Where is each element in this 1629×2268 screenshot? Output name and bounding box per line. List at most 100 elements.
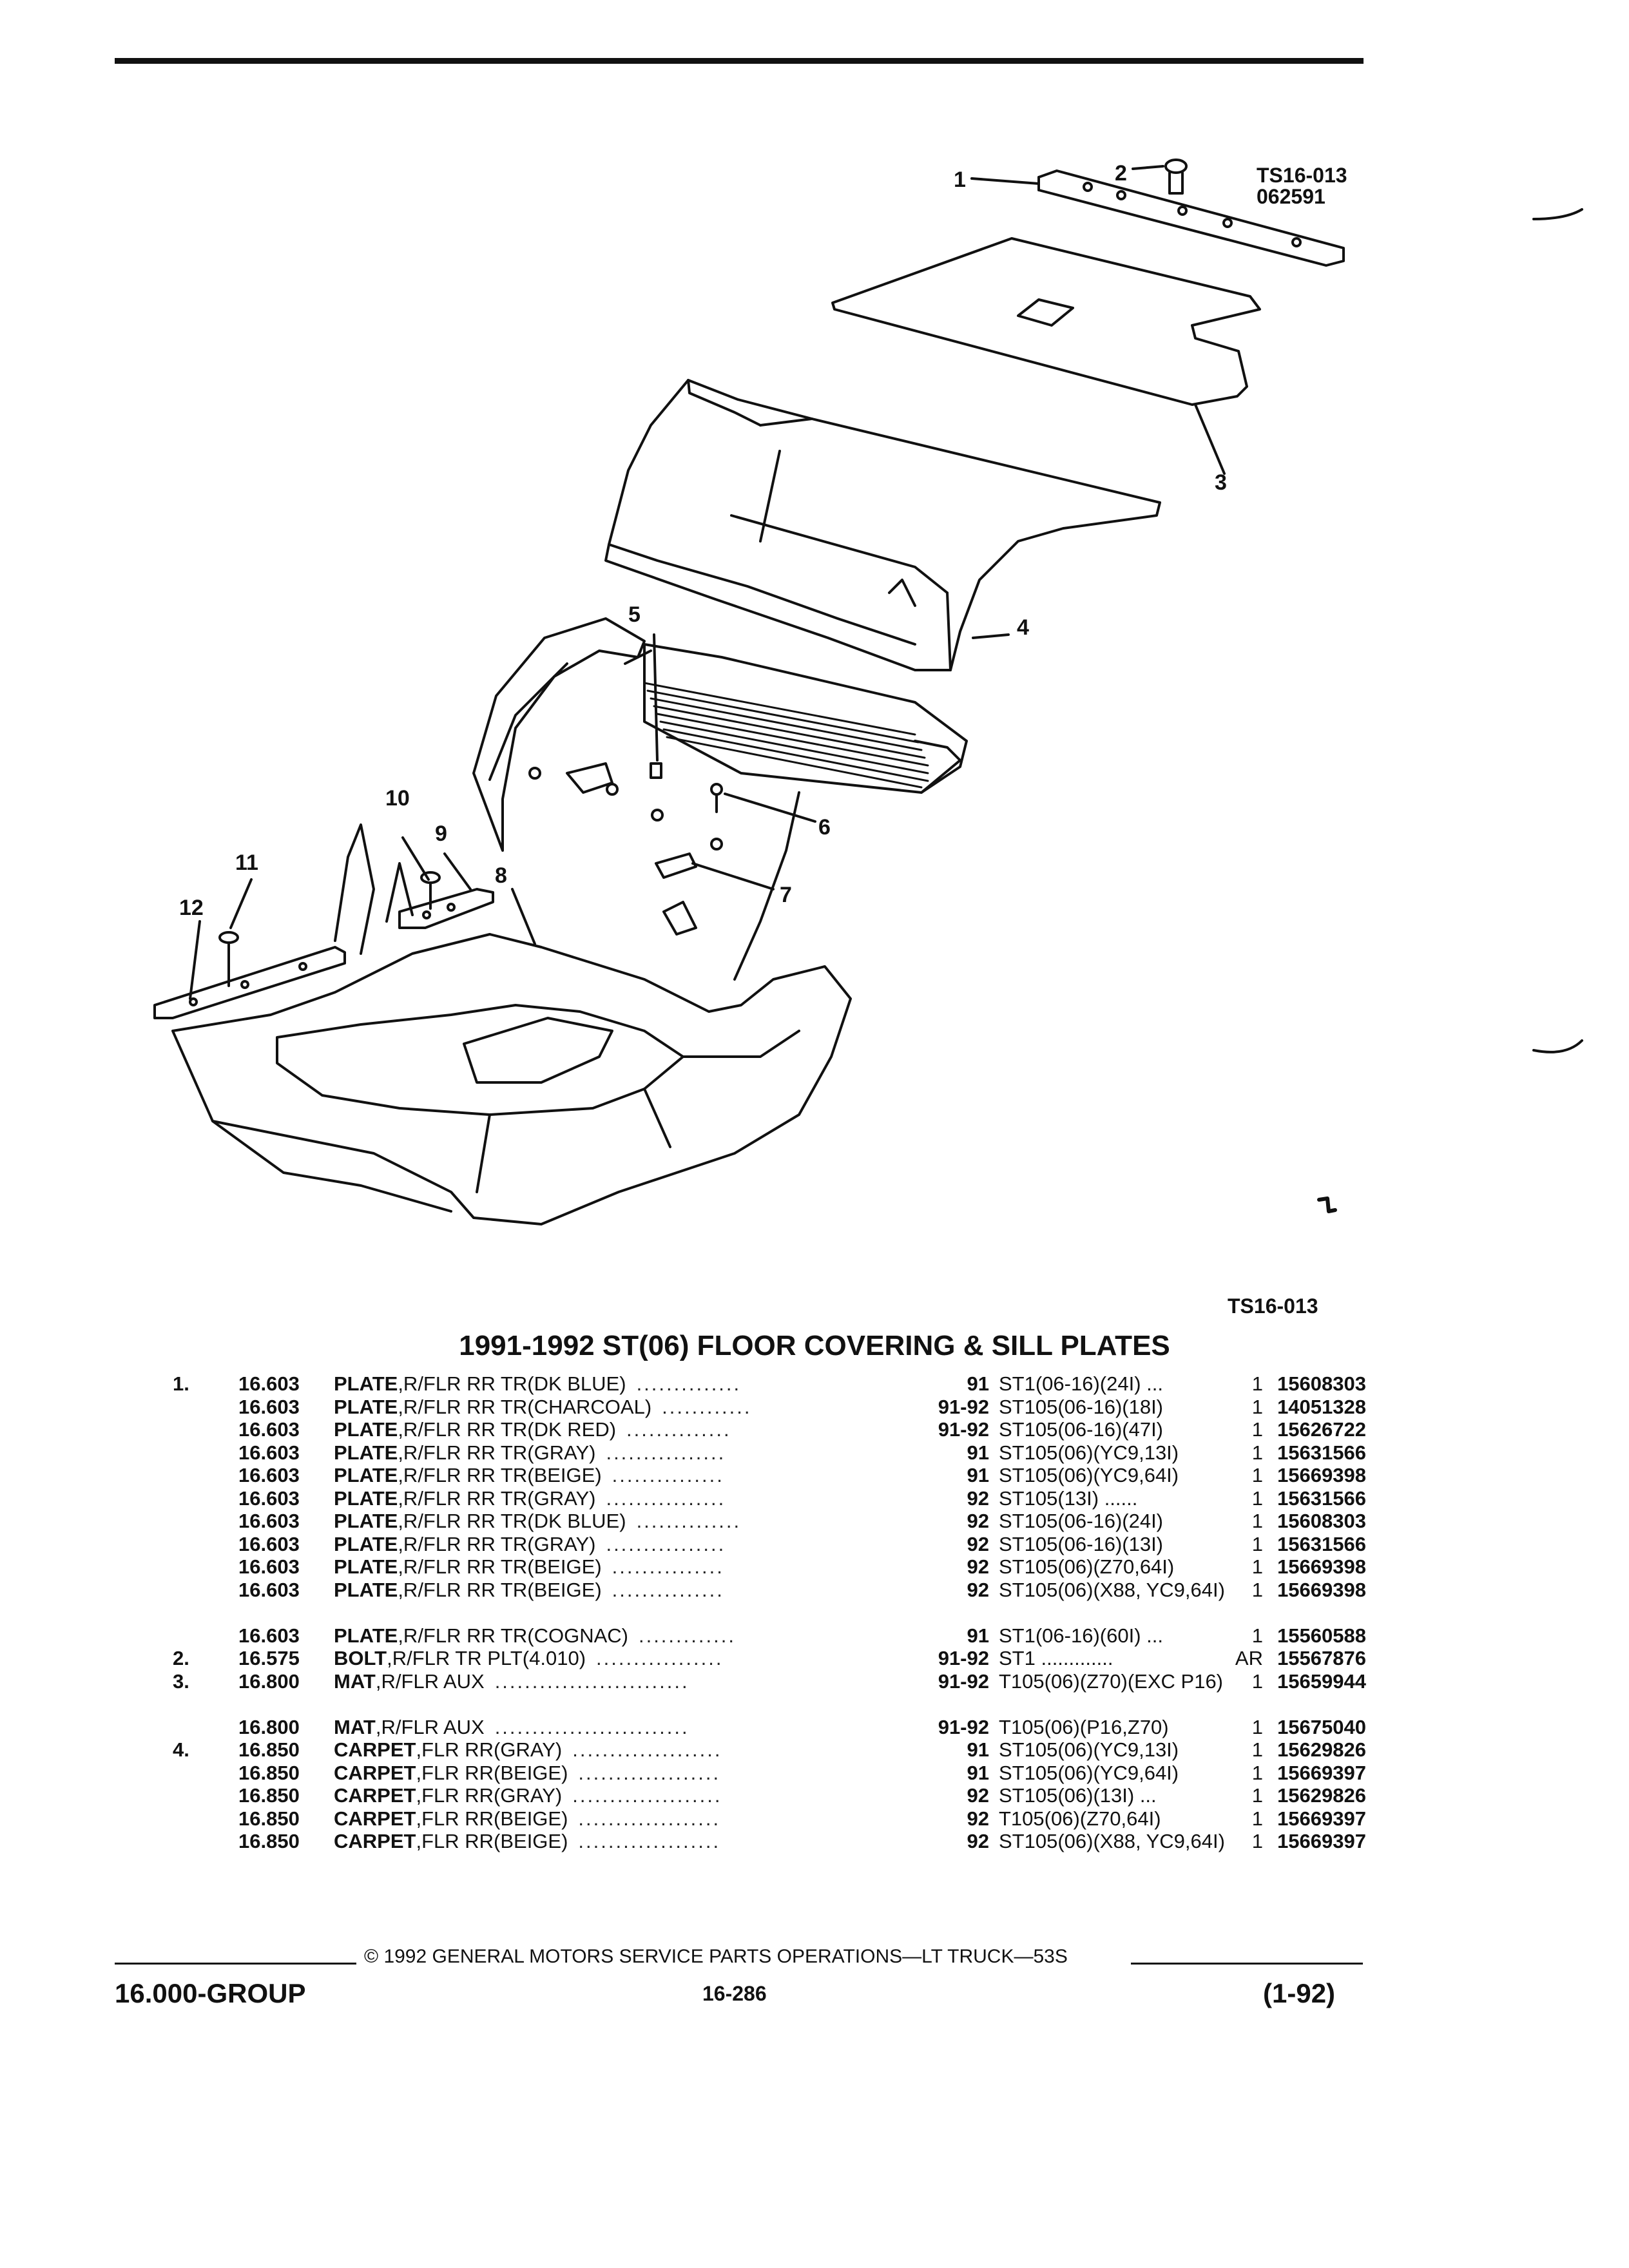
footer-rule-left — [115, 1963, 356, 1965]
group-number: 16.603 — [238, 1441, 300, 1464]
group-number: 16.603 — [238, 1510, 300, 1532]
part-description: PLATE,R/FLR RR TR(CHARCOAL)............ — [334, 1396, 752, 1419]
part-name: CARPET — [334, 1784, 416, 1807]
leader-dots: ................... — [578, 1807, 721, 1830]
part-description: PLATE,R/FLR RR TR(DK RED).............. — [334, 1418, 731, 1441]
quantity: 1 — [1251, 1418, 1263, 1441]
diagram-code-top-2: 062591 — [1257, 185, 1325, 208]
model-code: ST105(06-16)(47I) — [999, 1418, 1164, 1441]
group-number: 16.850 — [238, 1784, 300, 1807]
svg-text:6: 6 — [818, 815, 831, 840]
model-code: T105(06)(Z70)(EXC P16) — [999, 1669, 1224, 1693]
part-detail: ,R/FLR RR TR(GRAY) — [398, 1532, 596, 1555]
group-number: 16.603 — [238, 1395, 300, 1418]
model-years: 92 — [967, 1532, 989, 1555]
part-number: 15631566 — [1277, 1441, 1366, 1464]
part-7-bracket — [655, 852, 697, 879]
quantity: 1 — [1251, 1510, 1263, 1532]
quantity: 1 — [1251, 1807, 1263, 1830]
model-code: ST105(13I) ...... — [999, 1486, 1138, 1510]
quantity: 1 — [1251, 1784, 1263, 1807]
rear-floor-pan — [624, 643, 968, 794]
item-number: 2. — [173, 1647, 189, 1669]
part-number: 15669398 — [1277, 1555, 1366, 1578]
model-code: ST105(06)(X88, YC9,64I) — [999, 1578, 1225, 1601]
part-number: 15669398 — [1277, 1464, 1366, 1486]
model-years: 92 — [967, 1830, 989, 1852]
model-years: 91 — [967, 1624, 989, 1647]
part-description: PLATE,R/FLR RR TR(DK BLUE).............. — [334, 1510, 741, 1533]
part-number: 15608303 — [1277, 1510, 1366, 1532]
quantity: 1 — [1251, 1486, 1263, 1510]
svg-text:11: 11 — [235, 850, 258, 875]
model-code: ST105(06-16)(18I) — [999, 1395, 1164, 1418]
model-code: ST105(06)(X88, YC9,64I) — [999, 1830, 1225, 1852]
part-detail: ,FLR RR(BEIGE) — [416, 1830, 568, 1852]
quantity: 1 — [1251, 1578, 1263, 1601]
leader-dots: ................ — [606, 1441, 726, 1464]
model-code: ST105(06)(YC9,64I) — [999, 1761, 1179, 1784]
model-years: 91 — [967, 1738, 989, 1761]
model-years: 92 — [967, 1578, 989, 1601]
model-code: ST105(06)(Z70,64I) — [999, 1555, 1175, 1578]
group-number: 16.575 — [238, 1647, 300, 1669]
rear-wheel-housing — [472, 617, 646, 852]
leader-dots: ............... — [612, 1578, 724, 1601]
model-code: ST105(06)(YC9,64I) — [999, 1464, 1179, 1486]
part-2-bolt — [1132, 159, 1188, 195]
part-detail: ,R/FLR RR TR(DK BLUE) — [398, 1510, 626, 1532]
model-code: ST1(06-16)(24I) ... — [999, 1372, 1163, 1395]
leader-dots: ................ — [606, 1486, 726, 1510]
part-description: PLATE,R/FLR RR TR(BEIGE)............... — [334, 1464, 724, 1487]
quantity: 1 — [1251, 1761, 1263, 1784]
item-number: 4. — [173, 1738, 189, 1761]
part-description: CARPET,FLR RR(GRAY).................... — [334, 1784, 722, 1807]
model-years: 92 — [967, 1486, 989, 1510]
part-description: BOLT,R/FLR TR PLT(4.010)................… — [334, 1647, 723, 1670]
part-name: PLATE — [334, 1372, 398, 1395]
part-name: PLATE — [334, 1464, 398, 1486]
footer-page-number: 16-286 — [702, 1982, 767, 2005]
part-number: 15675040 — [1277, 1715, 1366, 1738]
part-detail: ,R/FLR RR TR(BEIGE) — [398, 1578, 602, 1601]
svg-text:7: 7 — [780, 883, 792, 907]
group-number: 16.800 — [238, 1669, 300, 1693]
exploded-parts-diagram: 1 2 3 4 5 6 7 8 9 10 11 12 — [153, 159, 1583, 1225]
svg-text:12: 12 — [179, 896, 204, 920]
leader-dots: .......................... — [494, 1715, 689, 1738]
part-8-front-floor-carpet — [171, 933, 852, 1225]
model-years: 91 — [967, 1372, 989, 1395]
part-description: MAT,R/FLR AUX.......................... — [334, 1716, 689, 1739]
footer-revision: (1-92) — [1263, 1978, 1336, 2008]
part-description: PLATE,R/FLR RR TR(BEIGE)............... — [334, 1555, 724, 1579]
quantity: 1 — [1251, 1738, 1263, 1761]
group-number: 16.850 — [238, 1830, 300, 1852]
leader-dots: .............. — [636, 1510, 742, 1532]
part-name: CARPET — [334, 1807, 416, 1830]
part-description: PLATE,R/FLR RR TR(GRAY)................ — [334, 1487, 726, 1510]
part-9-front-sill-plate — [398, 888, 494, 929]
model-years: 91-92 — [938, 1647, 989, 1669]
part-detail: ,FLR RR(GRAY) — [416, 1738, 563, 1761]
svg-text:8: 8 — [495, 863, 507, 888]
model-code: ST105(06-16)(13I) — [999, 1532, 1164, 1555]
part-detail: ,R/FLR RR TR(CHARCOAL) — [398, 1395, 652, 1418]
group-number: 16.603 — [238, 1418, 300, 1441]
part-name: PLATE — [334, 1555, 398, 1578]
part-detail: ,R/FLR RR TR(BEIGE) — [398, 1464, 602, 1486]
model-years: 92 — [967, 1510, 989, 1532]
part-name: PLATE — [334, 1395, 398, 1418]
part-number: 14051328 — [1277, 1395, 1366, 1418]
parts-row: 16.603 92 ST105(06-16)(24I) 1 15608303 PLATE,… — [168, 1510, 1373, 1533]
part-number: 15626722 — [1277, 1418, 1366, 1441]
model-code: ST105(06-16)(24I) — [999, 1510, 1164, 1532]
